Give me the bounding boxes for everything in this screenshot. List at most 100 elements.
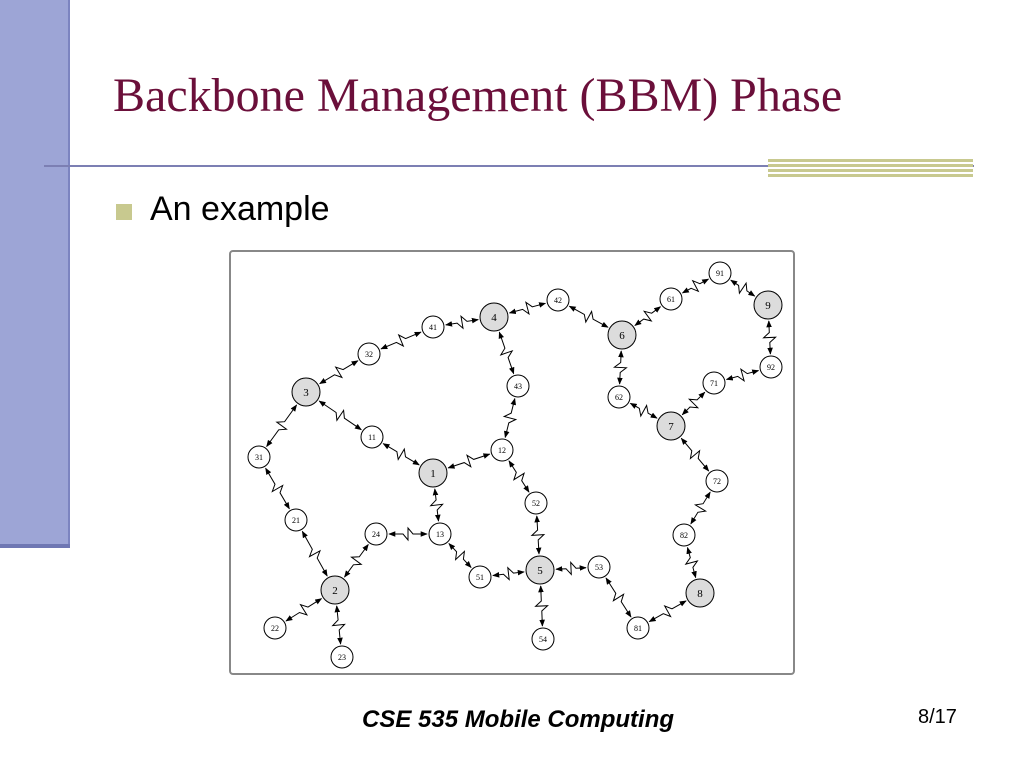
node-71: 71 [702, 371, 726, 395]
node-label-3: 3 [303, 387, 309, 399]
link-72-82 [690, 491, 711, 525]
bullet-item: An example [116, 190, 330, 229]
node-62: 62 [607, 385, 631, 409]
node-circle-43 [506, 374, 530, 398]
node-circle-5 [525, 555, 555, 585]
node-label-11: 11 [368, 433, 376, 442]
link-3-11 [318, 400, 362, 431]
node-circle-3 [291, 377, 321, 407]
node-circle-4 [479, 302, 509, 332]
link-12-43 [502, 397, 518, 439]
link-41-4 [445, 315, 479, 330]
node-label-51: 51 [476, 573, 484, 582]
node-54: 54 [531, 627, 555, 651]
node-label-9: 9 [765, 300, 771, 312]
link-5-51 [492, 566, 525, 581]
node-9: 9 [753, 290, 783, 320]
node-label-72: 72 [713, 477, 721, 486]
node-circle-91 [708, 261, 732, 285]
link-31-3 [266, 404, 298, 448]
node-label-62: 62 [615, 393, 623, 402]
link-62-6 [612, 350, 628, 385]
node-label-23: 23 [338, 653, 346, 662]
link-13-24 [388, 526, 428, 542]
link-13-1 [429, 488, 444, 522]
node-8: 8 [685, 578, 715, 608]
node-21: 21 [284, 508, 308, 532]
node-label-52: 52 [532, 499, 540, 508]
node-label-22: 22 [271, 624, 279, 633]
slide-title: Backbone Management (BBM) Phase [113, 69, 843, 122]
link-1-12 [447, 453, 491, 469]
link-51-13 [448, 542, 472, 569]
node-label-32: 32 [365, 350, 373, 359]
node-31: 31 [247, 445, 271, 469]
left-decor-band [0, 0, 70, 548]
node-41: 41 [421, 315, 445, 339]
node-3: 3 [291, 377, 321, 407]
link-43-4 [498, 331, 515, 375]
link-71-7 [681, 391, 706, 416]
link-7-62 [629, 402, 658, 419]
node-circle-6 [607, 320, 637, 350]
node-label-31: 31 [255, 453, 263, 462]
link-92-71 [725, 368, 760, 382]
node-circle-2 [320, 575, 350, 605]
node-label-8: 8 [697, 588, 703, 600]
link-2-22 [285, 598, 323, 622]
footer-course-name: CSE 535 Mobile Computing [362, 706, 675, 733]
node-6: 6 [607, 320, 637, 350]
node-circle-32 [357, 342, 381, 366]
node-42: 42 [546, 288, 570, 312]
link-9-92 [762, 320, 777, 355]
link-2-23 [331, 605, 346, 645]
link-6-61 [634, 306, 662, 326]
node-61: 61 [659, 287, 683, 311]
node-label-1: 1 [430, 468, 436, 480]
node-circle-1 [418, 458, 448, 488]
node-51: 51 [468, 565, 492, 589]
node-7: 7 [656, 411, 686, 441]
node-circle-51 [468, 565, 492, 589]
node-label-92: 92 [767, 363, 775, 372]
node-circle-8 [685, 578, 715, 608]
node-24: 24 [364, 522, 388, 546]
node-4: 4 [479, 302, 509, 332]
node-22: 22 [263, 616, 287, 640]
link-81-53 [605, 577, 632, 618]
node-circle-13 [428, 522, 452, 546]
link-91-9 [730, 279, 756, 297]
node-32: 32 [357, 342, 381, 366]
node-circle-31 [247, 445, 271, 469]
node-label-5: 5 [537, 565, 543, 577]
node-1: 1 [418, 458, 448, 488]
node-circle-42 [546, 288, 570, 312]
node-circle-61 [659, 287, 683, 311]
node-circle-82 [672, 523, 696, 547]
node-43: 43 [506, 374, 530, 398]
node-label-71: 71 [710, 379, 718, 388]
node-label-2: 2 [332, 585, 338, 597]
node-label-61: 61 [667, 295, 675, 304]
link-24-2 [344, 543, 369, 578]
node-circle-54 [531, 627, 555, 651]
link-21-31 [265, 467, 290, 510]
node-label-21: 21 [292, 516, 300, 525]
node-circle-53 [587, 555, 611, 579]
node-circle-24 [364, 522, 388, 546]
node-circle-21 [284, 508, 308, 532]
node-circle-72 [705, 469, 729, 493]
node-circle-92 [759, 355, 783, 379]
node-label-13: 13 [436, 530, 444, 539]
node-label-54: 54 [539, 635, 547, 644]
node-label-4: 4 [491, 312, 497, 324]
node-circle-12 [490, 438, 514, 462]
title-accent-bars [768, 159, 973, 178]
node-circle-7 [656, 411, 686, 441]
node-circle-62 [607, 385, 631, 409]
node-label-53: 53 [595, 563, 603, 572]
node-82: 82 [672, 523, 696, 547]
node-label-41: 41 [429, 323, 437, 332]
link-12-52 [508, 460, 530, 493]
